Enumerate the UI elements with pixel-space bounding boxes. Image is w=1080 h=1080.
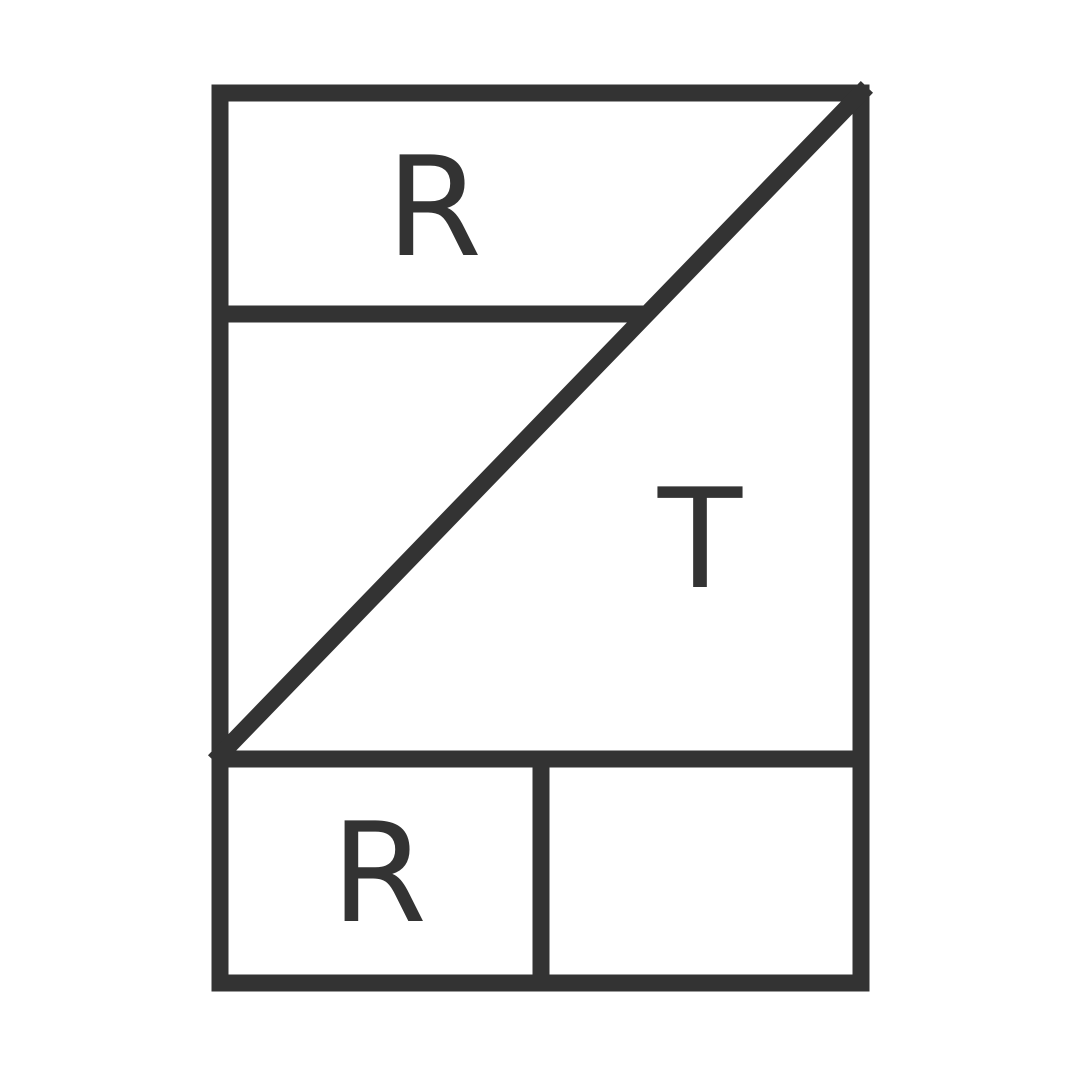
letter-t: T bbox=[657, 459, 743, 620]
letter-r-top: R bbox=[386, 127, 482, 288]
letter-r-bottom: R bbox=[331, 793, 427, 954]
logo-frame-lines bbox=[207, 80, 874, 992]
diagonal-line bbox=[207, 80, 874, 768]
